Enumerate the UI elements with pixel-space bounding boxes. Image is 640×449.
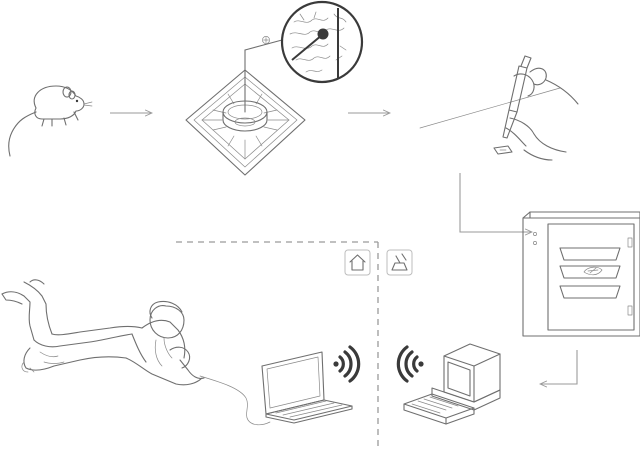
wifi-icon xyxy=(333,345,361,383)
desktop-computer-icon xyxy=(403,343,501,425)
incubator-icon xyxy=(522,211,640,337)
wifi-icon-desktop xyxy=(396,345,424,383)
home-icon xyxy=(344,249,371,276)
lab-flask-icon xyxy=(386,249,413,276)
microelectrode-array-icon xyxy=(185,39,306,176)
arrow-incubator-to-desktop xyxy=(540,350,578,384)
pipette-icon xyxy=(419,55,579,161)
zoom-inset-icon xyxy=(262,0,364,84)
person-icon xyxy=(1,279,271,426)
arrow-pipette-to-incubator xyxy=(459,173,532,232)
mouse-icon xyxy=(8,85,93,157)
laptop-icon xyxy=(261,351,353,424)
